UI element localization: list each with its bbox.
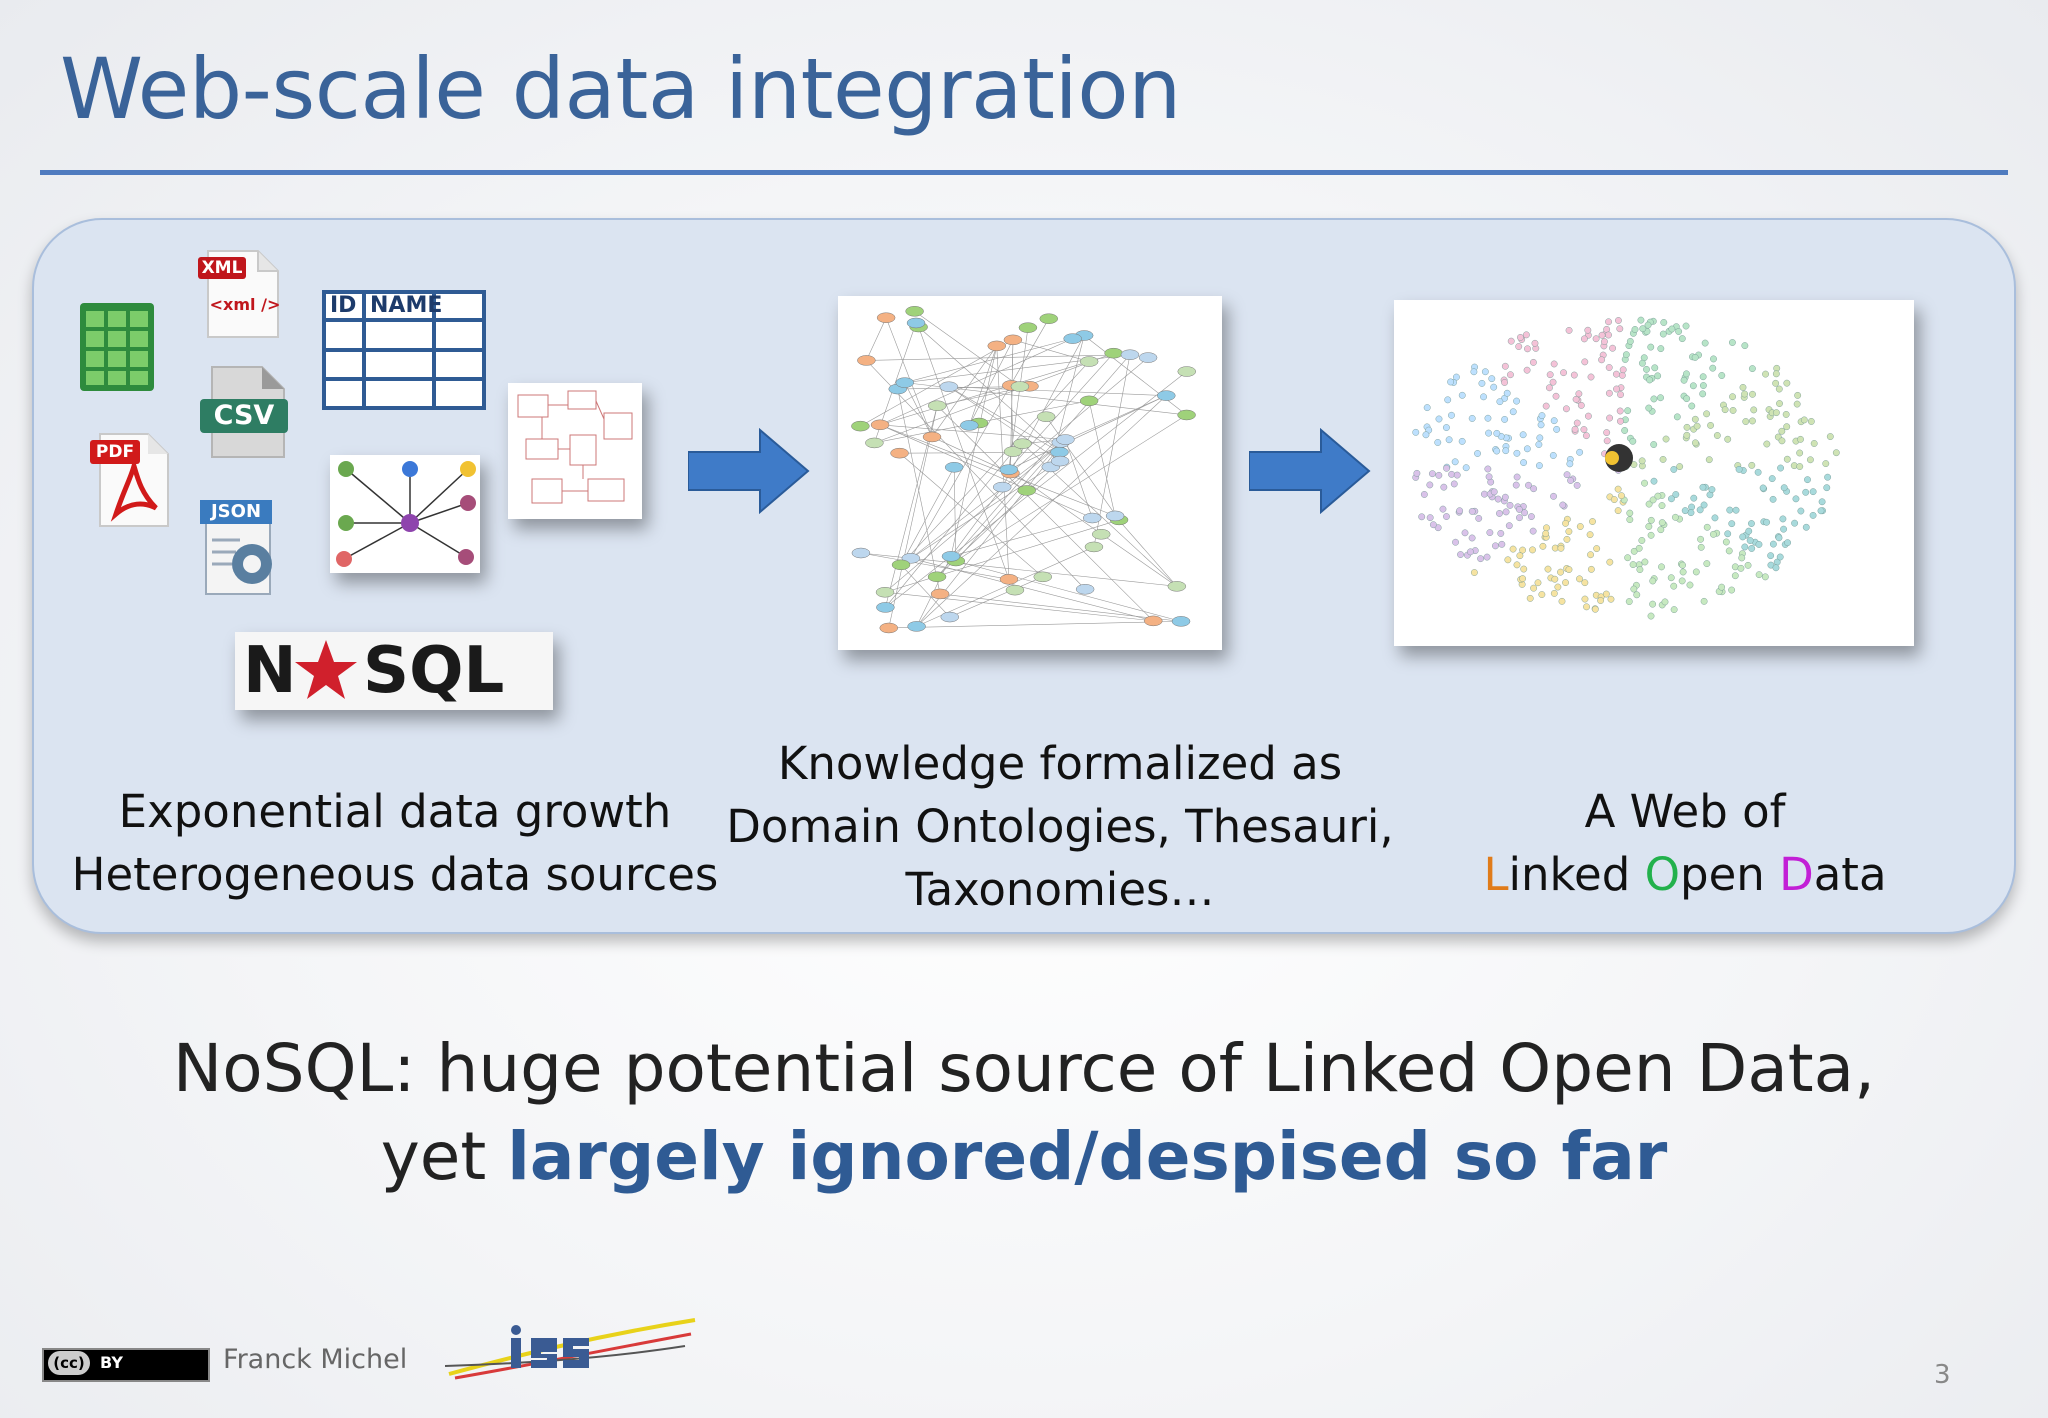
csv-file-icon: CSV <box>200 363 288 461</box>
i3s-logo <box>445 1318 696 1380</box>
page-number: 3 <box>1934 1360 1951 1390</box>
author-name: Franck Michel <box>223 1344 408 1375</box>
xml-file-icon: XML <xml /> <box>198 245 282 341</box>
caption-line-lod: Linked Open Data <box>1420 843 1950 906</box>
schema-diagram-thumbnail <box>508 383 642 519</box>
lod-cloud-diagram <box>1394 300 1914 646</box>
lod-letter-l: L <box>1483 848 1509 901</box>
right-arrow-icon <box>1249 428 1371 514</box>
caption-data-growth: Exponential data growth Heterogeneous da… <box>70 780 720 906</box>
slide-title: Web-scale data integration <box>60 40 1181 138</box>
cc-by-license-badge[interactable]: (cc) BY <box>42 1348 210 1382</box>
ontology-graph-image <box>838 296 1222 650</box>
cc-icon: (cc) <box>48 1351 90 1375</box>
title-divider <box>40 170 2008 175</box>
xml-badge: XML <box>198 257 246 279</box>
lod-word-ata: ata <box>1813 848 1887 901</box>
graph-database-icon <box>330 455 480 573</box>
pdf-file-icon: PDF <box>90 430 170 530</box>
cc-by-label: BY <box>100 1353 123 1372</box>
caption-line: A Web of <box>1584 785 1786 838</box>
pdf-badge: PDF <box>90 440 140 464</box>
red-star-icon <box>295 640 357 699</box>
statement-emphasis: largely ignored/despised so far <box>507 1118 1668 1195</box>
json-file-icon: JSON <box>200 500 280 598</box>
right-arrow-icon <box>688 428 810 514</box>
nosql-logo-sql: SQL <box>363 634 505 708</box>
caption-line: Heterogeneous data sources <box>71 848 719 901</box>
lod-letter-d: D <box>1779 848 1814 901</box>
lod-word-inked: inked <box>1508 848 1645 901</box>
statement-plain: yet <box>380 1118 508 1195</box>
csv-badge: CSV <box>200 399 288 433</box>
caption-ontologies: Knowledge formalized as Domain Ontologie… <box>720 732 1400 921</box>
nosql-logo: N SQL <box>235 632 553 710</box>
relational-table-icon: ID NAME <box>322 290 486 410</box>
statement-line-2: yet largely ignored/despised so far <box>0 1118 2048 1195</box>
spreadsheet-icon <box>80 303 154 391</box>
json-badge: JSON <box>200 500 272 524</box>
caption-linked-open-data: A Web of Linked Open Data <box>1420 780 1950 906</box>
statement-line-1: NoSQL: huge potential source of Linked O… <box>172 1030 1876 1107</box>
lod-word-pen: pen <box>1680 848 1780 901</box>
table-header-id: ID <box>330 293 357 318</box>
lod-letter-o: O <box>1644 848 1680 901</box>
xml-tag-text: <xml /> <box>209 295 281 314</box>
caption-line: Exponential data growth <box>118 785 672 838</box>
caption-line: Domain Ontologies, Thesauri, <box>726 800 1394 853</box>
caption-line: Knowledge formalized as <box>777 737 1343 790</box>
table-header-name: NAME <box>370 293 443 318</box>
nosql-logo-n: N <box>243 634 297 708</box>
caption-line: Taxonomies… <box>905 863 1215 916</box>
